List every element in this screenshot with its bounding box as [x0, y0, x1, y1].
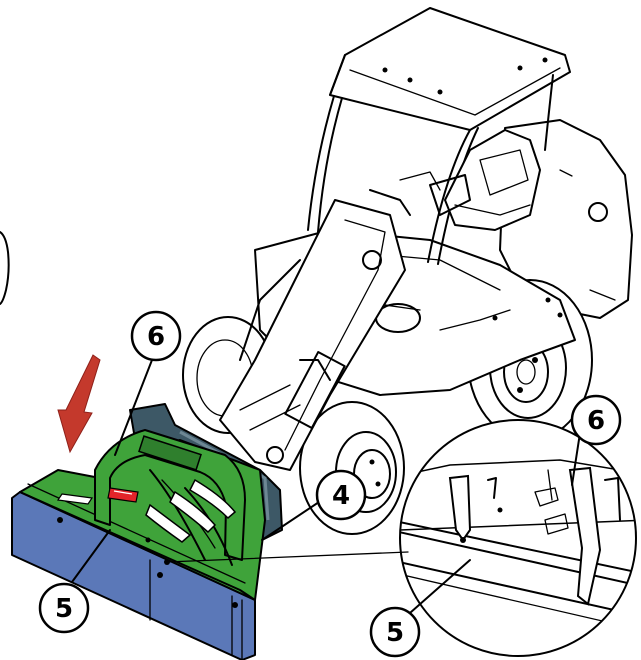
- callout-5-detail: 5: [369, 606, 421, 658]
- callout-5-main: 5: [38, 582, 90, 634]
- partial-object-left: [0, 231, 10, 305]
- down-arrow-icon: [57, 354, 101, 454]
- callout-6-main-label: 6: [147, 322, 165, 352]
- compact-loader: [182, 7, 633, 535]
- callout-4: 4: [315, 469, 367, 521]
- warning-label: [107, 487, 139, 503]
- detail-view: [399, 419, 637, 657]
- callout-4-label: 4: [332, 481, 350, 511]
- callout-6-detail: 6: [570, 394, 622, 446]
- callout-6-detail-label: 6: [587, 406, 605, 436]
- lift-arms: [219, 199, 406, 471]
- callout-6-main: 6: [130, 310, 182, 362]
- leader-lines: [71, 359, 581, 621]
- callout-5-main-label: 5: [55, 594, 73, 624]
- callout-5-detail-label: 5: [386, 618, 404, 648]
- operator-seat: [369, 129, 541, 231]
- rops-canopy: [307, 7, 571, 265]
